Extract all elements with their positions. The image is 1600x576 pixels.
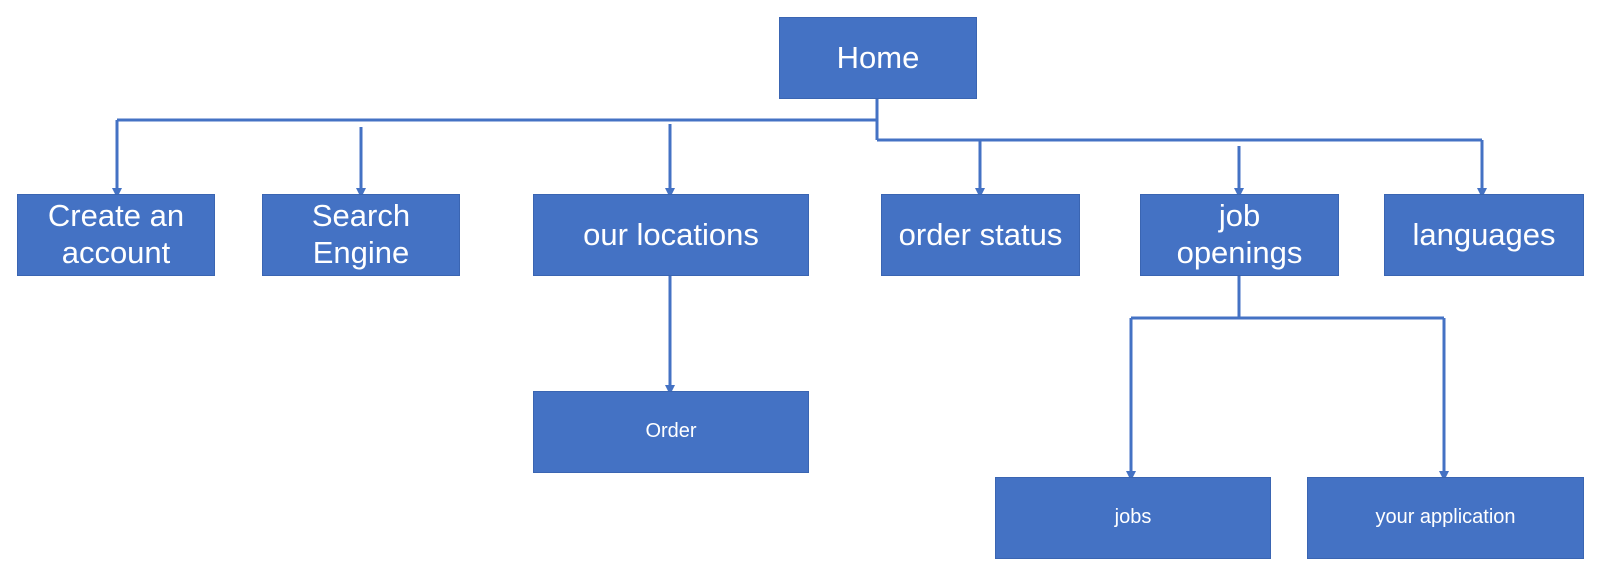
node-your-application: your application	[1307, 477, 1584, 559]
node-create-an-account: Create an account	[17, 194, 215, 276]
node-order: Order	[533, 391, 809, 473]
node-our-locations: our locations	[533, 194, 809, 276]
node-search-engine: Search Engine	[262, 194, 460, 276]
node-home: Home	[779, 17, 977, 99]
node-job-openings: job openings	[1140, 194, 1339, 276]
node-languages: languages	[1384, 194, 1584, 276]
node-jobs: jobs	[995, 477, 1271, 559]
node-order-status: order status	[881, 194, 1080, 276]
